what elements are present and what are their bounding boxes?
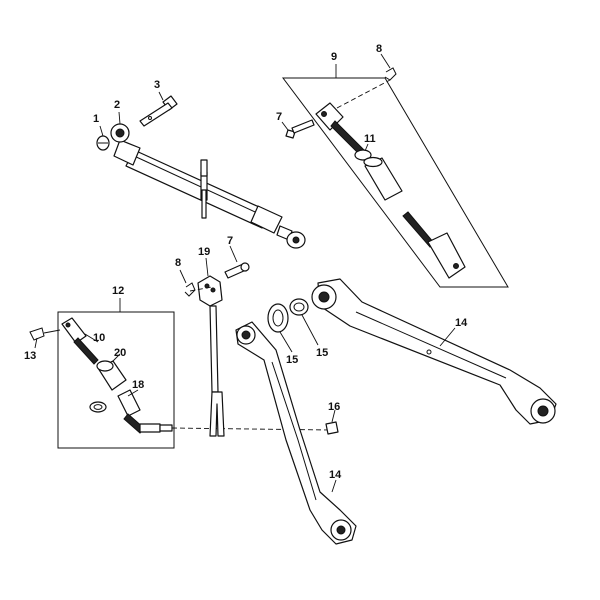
top-link-assembly [96, 95, 306, 249]
callout-15-left: 15 [286, 354, 298, 366]
callout-2: 2 [114, 99, 120, 111]
lower-link-left [235, 321, 357, 545]
callout-12: 12 [112, 285, 124, 297]
callout-14-lower: 14 [329, 469, 342, 481]
lower-link-right [311, 278, 557, 425]
callout-3: 3 [154, 79, 160, 91]
assembly-9-box [281, 67, 509, 288]
callout-7-upper: 7 [276, 111, 282, 123]
callout-13: 13 [24, 350, 36, 362]
retaining-rings-15 [267, 298, 309, 333]
callout-7-lower: 7 [227, 235, 233, 247]
callout-10: 10 [93, 332, 105, 344]
callout-16: 16 [328, 401, 340, 413]
callout-20: 20 [114, 347, 126, 359]
callout-1: 1 [93, 113, 99, 125]
nut-16 [325, 421, 339, 435]
assembly-12-box [29, 311, 175, 449]
leveling-rod-assembly [184, 262, 250, 437]
callout-19: 19 [198, 246, 210, 258]
leader-lines [34, 53, 456, 493]
assembly-axis-line [171, 427, 331, 431]
callout-11: 11 [364, 133, 376, 145]
callout-14-right: 14 [455, 317, 468, 329]
callout-18: 18 [132, 379, 144, 391]
callout-9: 9 [331, 51, 337, 63]
callout-8-lower: 8 [175, 257, 181, 269]
callout-15-right: 15 [316, 347, 328, 359]
callout-8-upper: 8 [376, 43, 382, 55]
